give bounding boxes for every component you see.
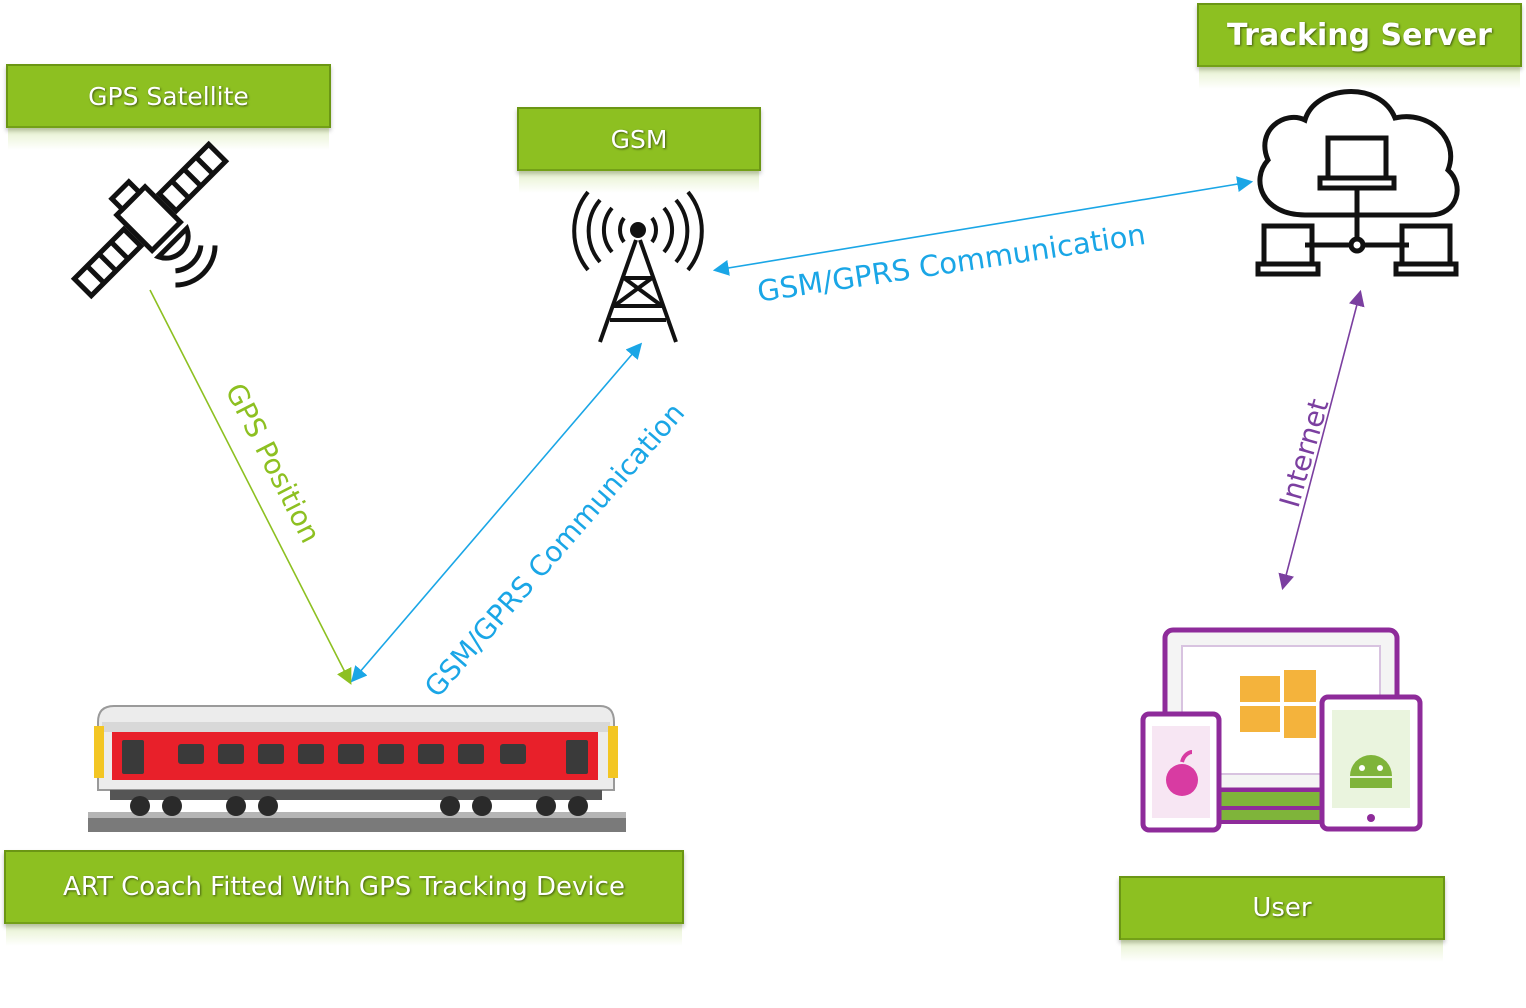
gsm-coach-arrow bbox=[350, 342, 643, 683]
user-label: User bbox=[1119, 876, 1445, 962]
coach-label: ART Coach Fitted With GPS Tracking Devic… bbox=[4, 850, 684, 946]
gps-satellite-label: GPS Satellite bbox=[6, 64, 331, 150]
tracking-server-label: Tracking Server bbox=[1197, 3, 1522, 89]
internet-arrow bbox=[1278, 289, 1365, 591]
gps-position-arrow bbox=[149, 289, 352, 685]
gsm-server-arrow bbox=[712, 176, 1254, 276]
